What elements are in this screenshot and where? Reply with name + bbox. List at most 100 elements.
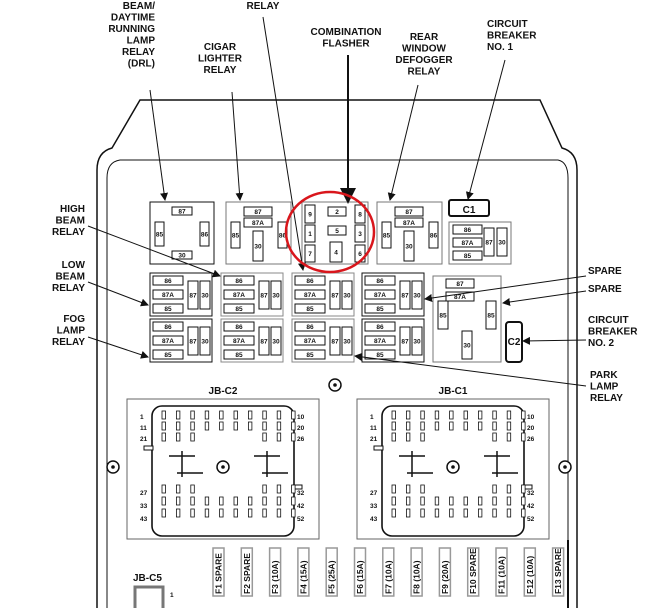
pin-label: 5 <box>335 228 339 235</box>
fuse-body <box>382 547 395 597</box>
callout-line: DEFOGGER <box>395 55 453 66</box>
callout-line: RELAY <box>247 1 280 12</box>
pin <box>449 496 454 506</box>
leader-arrow <box>387 84 419 201</box>
leader-arrow <box>465 59 506 200</box>
pin-slot <box>364 335 396 346</box>
pin-label: 85 <box>464 253 472 260</box>
pin <box>262 432 267 442</box>
pin-label: 85 <box>306 306 314 313</box>
pin <box>276 410 282 420</box>
pin <box>420 432 425 442</box>
callout-line: RELAY <box>52 227 85 238</box>
pin-slot <box>304 224 316 243</box>
pin-label: 86 <box>306 324 314 331</box>
pin-number: 26 <box>297 436 305 443</box>
callout-line: CIRCUIT <box>487 19 528 30</box>
pin-label: 85 <box>376 306 384 313</box>
key <box>373 445 384 451</box>
pin <box>492 410 497 420</box>
callout-line: BREAKER <box>487 31 537 42</box>
pin <box>434 410 440 420</box>
pin-slot <box>364 275 396 286</box>
pin <box>405 421 411 431</box>
latch <box>254 451 288 477</box>
pin-label: 3 <box>358 231 362 238</box>
fuse-13: F13 SPARE <box>551 547 565 597</box>
pin-slot <box>304 244 316 263</box>
pin <box>405 432 411 442</box>
pin-label: 86 <box>235 324 243 331</box>
pin-number: 21 <box>140 436 148 443</box>
pin-label: 87A <box>374 292 386 299</box>
pin <box>463 421 468 431</box>
c1-label: C1 <box>463 205 476 216</box>
pin-slot <box>294 321 326 332</box>
connector-label: JB-C2 <box>209 386 238 397</box>
pin-slot <box>294 289 326 300</box>
pin-slot <box>270 280 282 310</box>
pin <box>204 421 210 431</box>
pin-slot <box>354 204 366 224</box>
pin-number: 52 <box>297 516 305 523</box>
pin <box>463 508 468 518</box>
pin-label: 87A <box>162 338 174 345</box>
pin-slot <box>341 280 353 310</box>
fuse-1: F1 SPARE <box>212 547 225 597</box>
pin-slot <box>258 280 270 310</box>
pin <box>175 508 181 518</box>
pin <box>219 421 224 431</box>
pin-label: 8 <box>358 212 362 219</box>
pin <box>233 410 238 420</box>
pin-slot <box>223 349 255 360</box>
fuse-label: F6 (15A) <box>355 560 365 594</box>
pin-number: 26 <box>527 436 535 443</box>
pin <box>506 421 512 431</box>
pin-slot <box>452 224 483 235</box>
fuse-4: F4 (15A) <box>297 547 310 597</box>
fuse-body <box>410 547 423 597</box>
pin-label: 87 <box>401 339 409 346</box>
fuse-label: F2 SPARE <box>242 553 252 594</box>
pin-number: 20 <box>297 425 305 432</box>
leader-arrow <box>354 352 587 387</box>
pin-label: 87 <box>178 209 186 216</box>
callout-line: LOW <box>62 260 86 271</box>
latch <box>484 451 518 477</box>
c1-breaker <box>448 199 490 217</box>
pin-label: 30 <box>405 244 413 251</box>
pin <box>506 410 512 420</box>
pin <box>276 432 282 442</box>
pin-slot <box>411 326 423 356</box>
pin-number: 27 <box>140 490 148 497</box>
highlight-circle <box>284 190 376 274</box>
pin-slot <box>329 326 341 356</box>
pin-slot <box>154 221 165 247</box>
pin <box>291 432 296 442</box>
callout-line: RELAY <box>52 337 85 348</box>
fuse-body <box>268 547 282 597</box>
pin-label: 85 <box>235 306 243 313</box>
pin <box>233 508 238 518</box>
pin <box>492 432 497 442</box>
pin <box>420 410 425 420</box>
pin-slot <box>485 300 497 330</box>
callout-line: HIGH <box>60 204 85 215</box>
fuse-7: F7 (10A) <box>382 547 395 597</box>
pin <box>521 484 526 494</box>
connector-label: JB-C5 <box>133 573 162 584</box>
pin-label: 87A <box>162 292 174 299</box>
fuse-3: F3 (10A) <box>268 547 282 597</box>
pin-label: 85 <box>439 313 447 320</box>
pin-label: 86 <box>376 324 384 331</box>
pin-label: 86 <box>164 324 172 331</box>
